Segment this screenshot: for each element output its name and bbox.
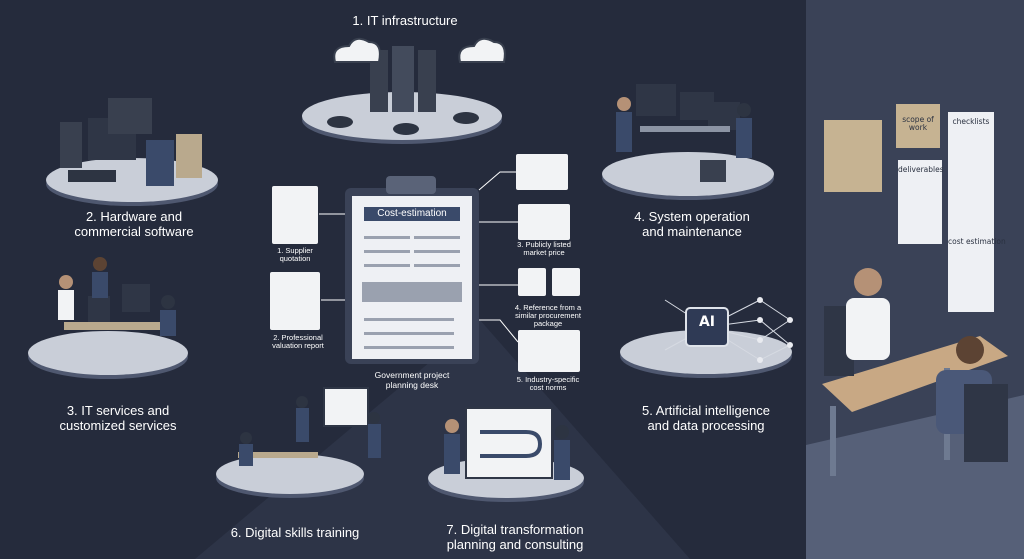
platform-transformation-consulting (428, 407, 584, 502)
source-supplier-quotation: 1. Supplier quotation (262, 247, 328, 263)
source-line: valuation report (272, 341, 324, 350)
office-scene (822, 104, 1008, 476)
source-line: cost norms (529, 383, 567, 392)
node-label-line: commercial software (74, 224, 194, 239)
clipboard-title: Cost-estimation (364, 207, 460, 221)
source-line: 1. Supplier (277, 246, 313, 255)
wall-note-line: work (908, 123, 928, 132)
node-label-line: 7. Digital transformation (446, 522, 584, 537)
source-line: 4. Reference from a (514, 303, 582, 312)
node-label-line: 5. Artificial intelligence (642, 403, 770, 418)
source-line: 5. Industry-specific (516, 375, 580, 384)
node-label-skills-training: 6. Digital skills training (210, 525, 380, 540)
source-line: package (533, 319, 563, 328)
wall-note-line: scope of (902, 115, 934, 124)
node-label-transformation-consulting: 7. Digital transformation planning and c… (420, 522, 610, 552)
platform-system-operation (602, 84, 774, 200)
node-label-line: 1. IT infrastructure (352, 13, 458, 28)
source-line: market price (523, 248, 565, 257)
source-valuation-report: 2. Professional valuation report (258, 334, 338, 350)
platform-skills-training (216, 387, 381, 498)
desk-label-line: Government project (374, 370, 450, 380)
source-line: quotation (279, 254, 311, 263)
platform-it-services (28, 257, 188, 379)
desk-label: Government project planning desk (362, 370, 462, 390)
wall-note-scope: scope of work (896, 116, 940, 132)
platform-ai-data (620, 297, 793, 378)
wall-note-deliverables: deliverables (898, 165, 944, 174)
source-line: 3. Publicly listed (517, 240, 571, 249)
wall-note-cost-estimation: cost estimation (948, 237, 1006, 246)
connector-lines (319, 171, 519, 343)
node-label-line: 2. Hardware and (85, 209, 183, 224)
node-label-line: 4. System operation (634, 209, 750, 224)
source-market-price: 3. Publicly listed market price (508, 241, 580, 257)
source-documents (270, 154, 580, 372)
cost-estimation-clipboard (345, 176, 479, 364)
platform-it-infrastructure (302, 37, 506, 144)
platform-hardware-software (46, 98, 218, 206)
source-line: similar procurement (515, 311, 581, 320)
node-label-line: and maintenance (642, 224, 742, 239)
node-label-line: 3. IT services and (66, 403, 170, 418)
source-similar-procurement: 4. Reference from a similar procurement … (506, 304, 590, 328)
ai-chip-label: AI (698, 314, 716, 330)
node-label-hardware-software: 2. Hardware and commercial software (44, 209, 224, 239)
source-cost-norms: 5. Industry-specific cost norms (506, 376, 590, 392)
source-line: 2. Professional (273, 333, 323, 342)
node-label-line: customized services (59, 418, 177, 433)
node-label-system-operation: 4. System operation and maintenance (602, 209, 782, 239)
node-label-line: 6. Digital skills training (230, 525, 360, 540)
node-label-line: planning and consulting (446, 537, 584, 552)
node-label-ai-data: 5. Artificial intelligence and data proc… (606, 403, 806, 433)
wall-note-checklists: checklists (952, 117, 990, 126)
node-label-it-services: 3. IT services and customized services (28, 403, 208, 433)
desk-label-line: planning desk (385, 380, 439, 390)
node-label-line: and data processing (647, 418, 765, 433)
node-label-it-infrastructure: 1. IT infrastructure (320, 13, 490, 28)
spotlight (195, 320, 690, 559)
